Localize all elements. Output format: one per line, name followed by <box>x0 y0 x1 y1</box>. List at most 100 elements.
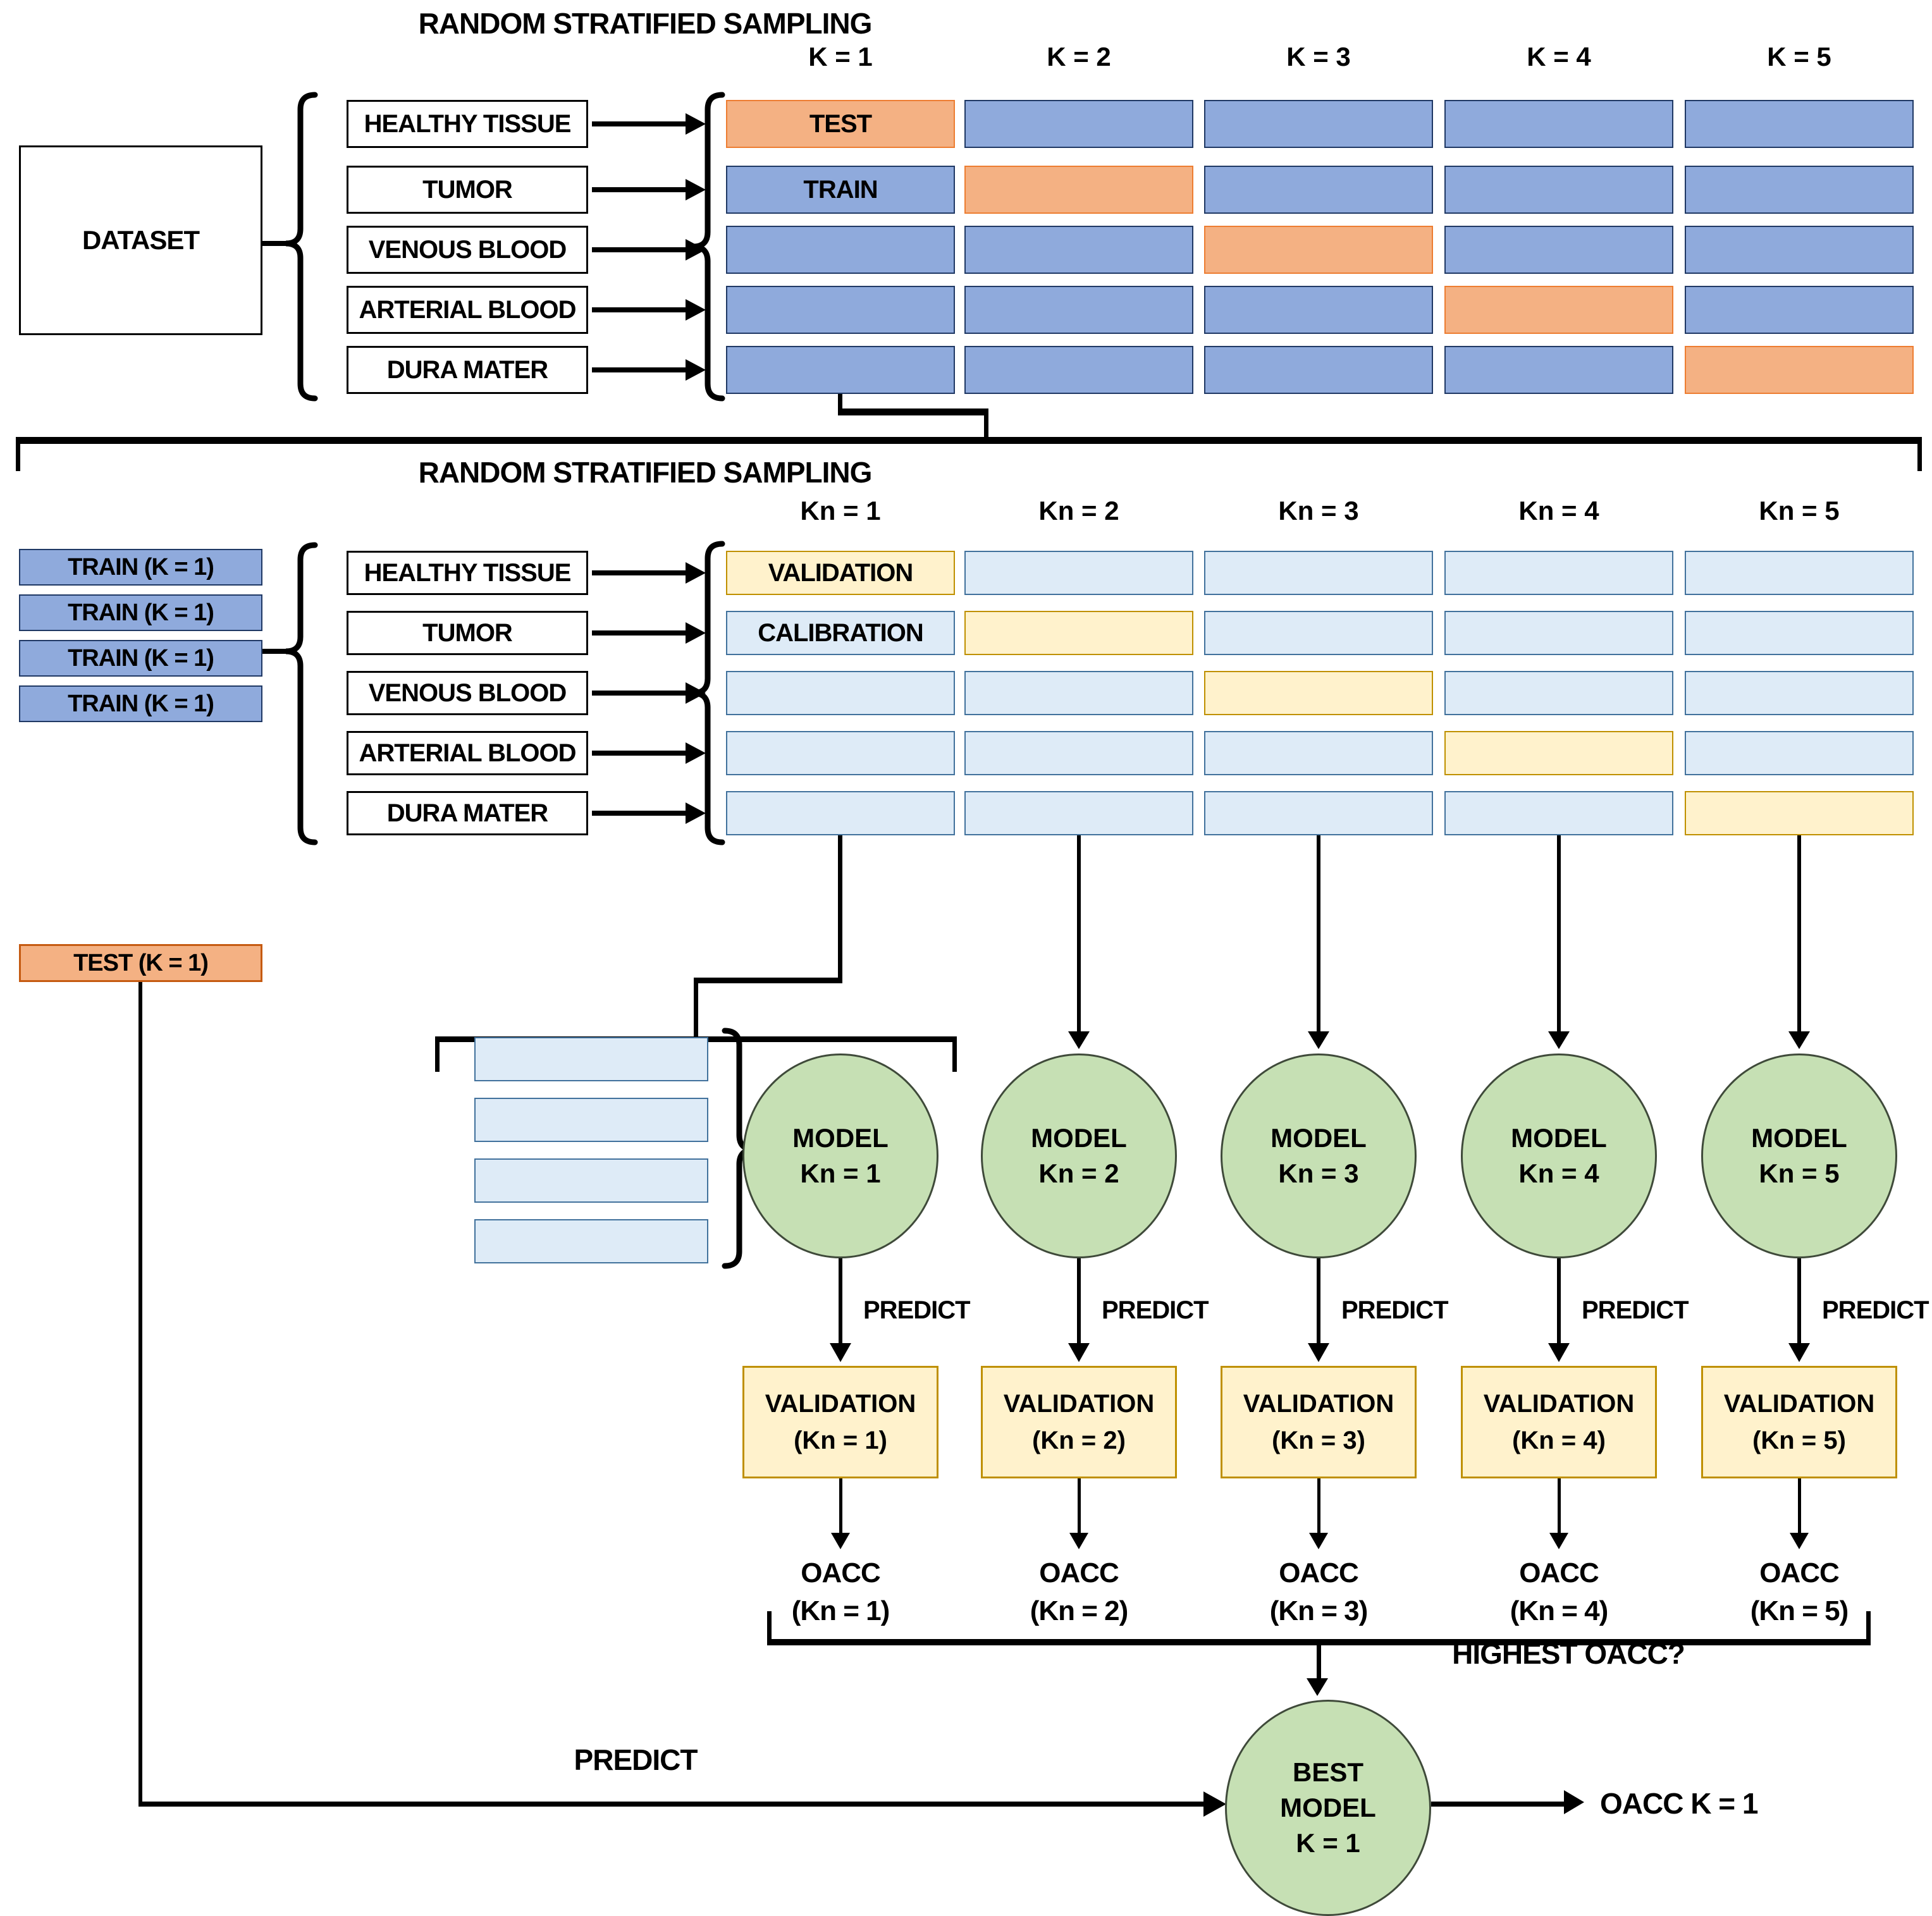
s1-tissue-arrow-1-line <box>592 187 687 192</box>
model-predict-arrow-2-head <box>1308 1343 1329 1362</box>
model-predict-arrow-0-line <box>839 1258 842 1344</box>
model-predict-label-2: PREDICT <box>1341 1296 1449 1324</box>
model-input-arrow-2-head <box>1308 1031 1329 1049</box>
model-predict-label-0: PREDICT <box>863 1296 971 1324</box>
model-input-arrow-1-line <box>1077 835 1081 1033</box>
s2-cell-r1-c0: CALIBRATION <box>726 611 955 655</box>
best-model-line3: K = 1 <box>1296 1828 1360 1858</box>
model-predict-arrow-4-head <box>1788 1343 1810 1362</box>
s1-fold-header-2: K = 3 <box>1286 42 1351 71</box>
oacc-bracket-right-tick <box>1866 1611 1871 1645</box>
brace-dataset-to-tissues <box>285 92 318 402</box>
validation-result-2-line1: VALIDATION <box>1243 1390 1394 1418</box>
brace-train-to-tissues <box>285 542 318 845</box>
s1-cell-r1-c3 <box>1444 166 1673 214</box>
oacc-arrow-0-head <box>831 1533 850 1549</box>
oacc-result-1-line2: (Kn = 2) <box>1030 1595 1129 1626</box>
s1-cell-r0-c1 <box>964 100 1193 148</box>
model-ellipse-1: MODEL Kn = 2 <box>981 1053 1177 1258</box>
s2-cell-r1-c2 <box>1204 611 1433 655</box>
oacc-arrow-3-head <box>1549 1533 1568 1549</box>
s1-tissue-box-4: DURA MATER <box>347 346 588 394</box>
s2-fold-header-2: Kn = 3 <box>1278 496 1359 525</box>
test-k1-box: TEST (K = 1) <box>19 944 262 982</box>
section2-title: RANDOM STRATIFIED SAMPLING <box>418 456 873 489</box>
s1-cell-r2-c0 <box>726 226 955 274</box>
model-ellipse-2-line2: Kn = 3 <box>1278 1158 1359 1188</box>
s1-cell-r2-c1 <box>964 226 1193 274</box>
s2-fold-header-0: Kn = 1 <box>800 496 881 525</box>
s2-cell-r4-c1 <box>964 791 1193 835</box>
calibration-subset-box-2 <box>474 1158 708 1203</box>
s1-cell-r0-c3 <box>1444 100 1673 148</box>
s2-cell-r4-c2 <box>1204 791 1433 835</box>
validation-result-3-line1: VALIDATION <box>1483 1390 1635 1418</box>
s1-fold-header-1: K = 2 <box>1047 42 1111 71</box>
s2-cell-r3-c1 <box>964 731 1193 775</box>
dataset-box: DATASET <box>19 145 262 335</box>
s2-fold-header-4: Kn = 5 <box>1759 496 1840 525</box>
best-model-drop-arrowhead <box>1307 1678 1328 1696</box>
validation-result-box-0: VALIDATION(Kn = 1) <box>742 1366 938 1478</box>
train-brace-tick <box>261 649 287 654</box>
train-k1-box-3: TRAIN (K = 1) <box>19 685 262 722</box>
best-model-drop-line <box>1317 1643 1321 1680</box>
subset-bracket-right-tick <box>952 1036 957 1072</box>
s2-fold-header-3: Kn = 4 <box>1518 496 1599 525</box>
s2-cell-r3-c4 <box>1685 731 1914 775</box>
connector-k1-drop-v1 <box>838 393 842 413</box>
connector-kn1-v2 <box>694 978 698 1041</box>
oacc-result-1-line1: OACC <box>1039 1557 1119 1588</box>
predict-arrowhead <box>1203 1791 1226 1817</box>
s2-cell-r0-c2 <box>1204 551 1433 595</box>
s1-cell-r4-c4 <box>1685 346 1914 394</box>
oacc-arrow-4-head <box>1790 1533 1809 1549</box>
validation-result-box-3: VALIDATION(Kn = 4) <box>1461 1366 1657 1478</box>
s1-tissue-arrow-0-head <box>686 113 706 135</box>
output-arrowhead <box>1564 1790 1584 1814</box>
s2-tissue-box-2: VENOUS BLOOD <box>347 671 588 715</box>
s2-tissue-box-1: TUMOR <box>347 611 588 655</box>
model-ellipse-1-line1: MODEL <box>1031 1123 1127 1153</box>
calibration-subset-box-3 <box>474 1219 708 1263</box>
s1-cell-r4-c1 <box>964 346 1193 394</box>
connector-kn1-h1 <box>694 978 842 983</box>
model-predict-arrow-4-line <box>1797 1258 1801 1344</box>
oacc-result-4-line1: OACC <box>1759 1557 1840 1588</box>
model-ellipse-1-line2: Kn = 2 <box>1038 1158 1119 1188</box>
model-predict-arrow-2-line <box>1317 1258 1320 1344</box>
s2-tissue-arrow-4-line <box>592 811 687 816</box>
connector-k1-drop-h1 <box>838 408 988 415</box>
dataset-brace-tick <box>261 241 287 246</box>
model-ellipse-2-line1: MODEL <box>1271 1123 1367 1153</box>
s1-cell-r3-c0 <box>726 286 955 334</box>
model-ellipse-2: MODEL Kn = 3 <box>1221 1053 1417 1258</box>
dataset-label: DATASET <box>82 225 200 255</box>
subset-bracket-left-tick <box>435 1036 440 1072</box>
best-model-line2: MODEL <box>1280 1793 1376 1822</box>
oacc-bracket-line <box>767 1639 1871 1645</box>
s2-cell-r3-c3 <box>1444 731 1673 775</box>
s2-tissue-arrow-3-head <box>686 742 706 764</box>
model-predict-label-1: PREDICT <box>1102 1296 1209 1324</box>
best-model-ellipse: BEST MODEL K = 1 <box>1225 1700 1431 1916</box>
s2-cell-r0-c4 <box>1685 551 1914 595</box>
oacc-result-0-line1: OACC <box>801 1557 881 1588</box>
calibration-subset-box-1 <box>474 1098 708 1142</box>
model-input-arrow-2-line <box>1317 835 1320 1033</box>
s1-cell-r3-c1 <box>964 286 1193 334</box>
s2-cell-r1-c1 <box>964 611 1193 655</box>
oacc-arrow-1-head <box>1069 1533 1088 1549</box>
validation-result-0-line1: VALIDATION <box>765 1390 916 1418</box>
s2-cell-r2-c2 <box>1204 671 1433 715</box>
oacc-result-4-line2: (Kn = 5) <box>1750 1595 1849 1626</box>
s1-cell-r3-c2 <box>1204 286 1433 334</box>
s1-cell-r2-c3 <box>1444 226 1673 274</box>
s1-cell-r1-c4 <box>1685 166 1914 214</box>
validation-result-4-line2: (Kn = 5) <box>1752 1427 1846 1454</box>
s2-tissue-arrow-0-line <box>592 570 687 575</box>
s2-cell-r3-c2 <box>1204 731 1433 775</box>
